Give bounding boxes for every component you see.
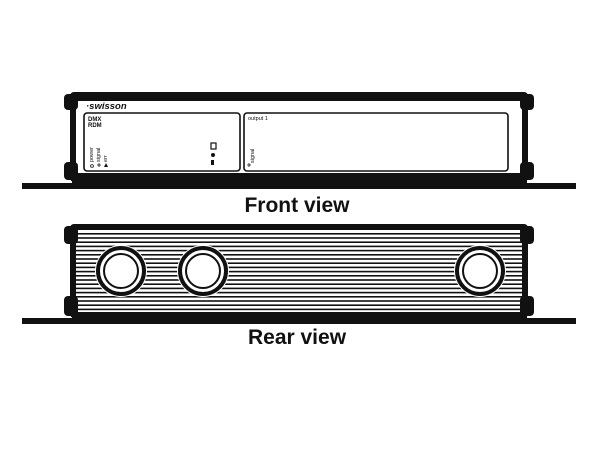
rear-rib-line	[76, 275, 522, 277]
mode-switch-icon	[210, 142, 217, 165]
rear-rib-line	[76, 241, 522, 243]
front-view: ·swisson DMX RDM power signal err output	[22, 92, 576, 217]
input-label-rdm: RDM	[88, 123, 102, 129]
err-led-icon	[104, 163, 108, 167]
rear-rib-line	[76, 308, 522, 311]
indicator-label-err: err	[103, 155, 109, 162]
rear-rib-line	[76, 254, 522, 256]
rear-housing	[64, 224, 534, 318]
input-panel: DMX RDM power signal err	[83, 112, 241, 172]
output-signal-led-icon	[247, 163, 251, 167]
rear-connector-1	[95, 245, 147, 297]
rear-rib-line	[76, 300, 522, 302]
rear-rib-line	[76, 296, 522, 298]
input-label-dmx: DMX	[88, 117, 101, 123]
rear-rib-line	[76, 233, 522, 235]
signal-led-icon	[97, 163, 101, 167]
rear-rib-line	[76, 258, 522, 260]
rear-cooling-ribs	[76, 233, 522, 311]
rear-rib-line	[76, 270, 522, 273]
rear-rib-line	[76, 262, 522, 264]
output-label: output 1	[248, 116, 268, 122]
front-view-caption: Front view	[244, 194, 350, 217]
brand-logo: ·swisson	[86, 101, 127, 112]
indicator-label-power: power	[89, 147, 95, 162]
rear-rib-line	[76, 237, 522, 239]
rear-connector-3	[454, 245, 506, 297]
rear-rib-line	[76, 291, 522, 294]
rear-view-caption: Rear view	[248, 326, 347, 349]
rear-rib-line	[76, 279, 522, 281]
indicator-label-signal: signal	[96, 148, 102, 162]
rear-rib-line	[76, 304, 522, 306]
rear-rib-line	[76, 283, 522, 285]
rear-rib-line	[76, 249, 522, 252]
output-indicator-label-signal: signal	[250, 149, 256, 163]
rear-rib-line	[76, 245, 522, 248]
power-led-icon	[90, 164, 94, 168]
rear-rib-line	[76, 287, 522, 290]
output-panel: output 1 signal	[243, 112, 509, 172]
rear-view: Rear view	[22, 224, 576, 349]
rear-rib-line	[76, 266, 522, 269]
rear-connector-2	[177, 245, 229, 297]
